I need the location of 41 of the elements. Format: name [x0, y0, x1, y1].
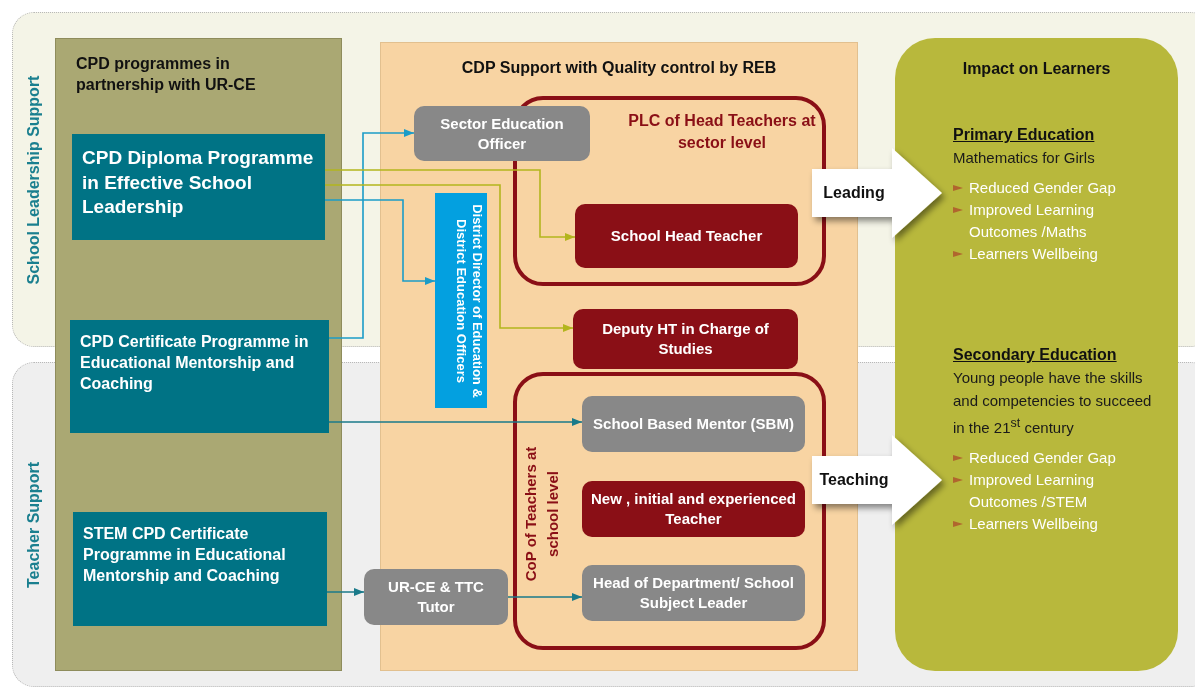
connector-arrow: [328, 418, 583, 426]
section-heading: Primary Education: [953, 125, 1095, 145]
block-arrow: [812, 148, 942, 238]
role-box: New , initial and experienced Teacher: [582, 481, 805, 537]
programme-box: STEM CPD Certificate Programme in Educational Mentorship and Coaching: [73, 512, 327, 626]
district-label: District Director of Education & District Education Officers: [453, 202, 485, 400]
block-arrow: [812, 435, 942, 525]
role-box: Head of Department/ School Subject Leader: [582, 565, 805, 621]
description-text: Mathematics for Girls: [953, 148, 1095, 168]
band-label: Teacher Support: [24, 460, 43, 590]
edge-label: Leading: [822, 183, 886, 203]
edge-label: Teaching: [818, 470, 890, 490]
connector-arrow: [507, 593, 583, 601]
programme-box: CPD Diploma Programme in Effective School Leadership: [72, 134, 325, 240]
connector-arrow: [324, 169, 576, 241]
connector-arrow: [326, 588, 365, 596]
description-text: Young people have the skills and competencies to succeed in the 21$^{st}$ century: [953, 368, 1153, 438]
connector-arrow: [324, 184, 574, 332]
connector-arrow: [328, 129, 415, 339]
programme-box: CPD Certificate Programme in Educational Mentorship and Coaching: [70, 320, 329, 433]
role-box: Deputy HT in Charge of Studies: [573, 309, 798, 369]
bullet-item: Reduced Gender Gap: [953, 447, 1116, 469]
bullet-item: Learners Wellbeing: [953, 513, 1098, 535]
impact-panel: [895, 38, 1178, 671]
column-panel: [55, 38, 342, 671]
panel-heading: CPD programmes in partnership with UR-CE: [76, 54, 257, 95]
group-heading: CoP of Teachers at school level: [521, 445, 562, 584]
district-bar: [435, 193, 487, 408]
role-box: School Based Mentor (SBM): [582, 396, 805, 452]
bullet-item: Reduced Gender Gap: [953, 177, 1116, 199]
connector-arrow: [324, 199, 436, 285]
role-box: School Head Teacher: [575, 204, 798, 268]
bullet-item: Improved Learning Outcomes /Maths: [953, 199, 1153, 243]
group-heading: PLC of Head Teachers at sector level: [627, 111, 817, 153]
panel-heading: CDP Support with Quality control by REB: [460, 58, 778, 78]
band-label: School Leadership Support: [24, 74, 43, 286]
bullet-item: Learners Wellbeing: [953, 243, 1098, 265]
bullet-item: Improved Learning Outcomes /STEM: [953, 469, 1153, 513]
section-heading: Secondary Education: [953, 345, 1117, 365]
role-box: UR-CE & TTC Tutor: [364, 569, 508, 625]
panel-heading: Impact on Learners: [961, 60, 1112, 78]
